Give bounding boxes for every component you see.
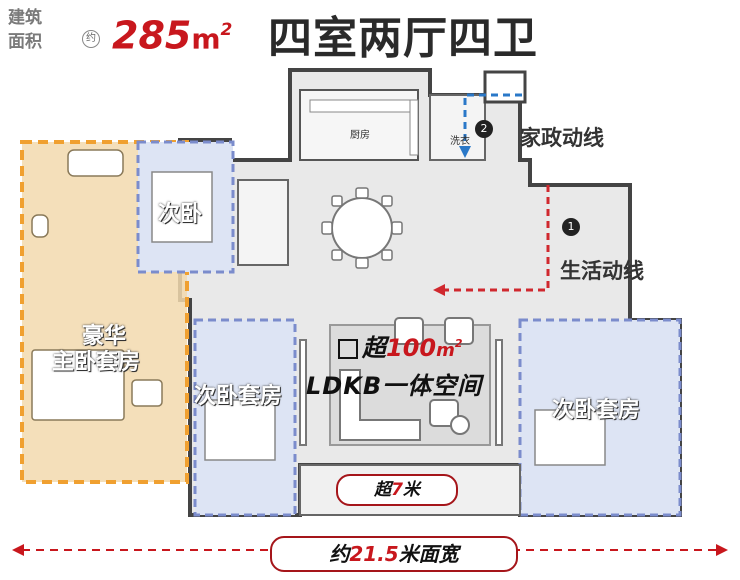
area-value: 285m2 [112, 13, 233, 58]
suite-right-label: 次卧套房 [552, 398, 641, 423]
service-route-line [463, 93, 522, 148]
suite-left-label: 次卧套房 [194, 384, 283, 409]
laundry-label: 洗衣 [450, 136, 470, 147]
approx-badge: 约 [82, 30, 100, 48]
dining-table [321, 187, 403, 269]
marker-1: 1 [562, 218, 580, 236]
living-route-line [445, 185, 550, 292]
master-suite-label-1: 豪华 [82, 324, 127, 349]
bedroom-top-label: 次卧 [158, 202, 203, 227]
layout-title: 四室两厅四卫 [268, 13, 538, 64]
kitchen-label: 厨房 [350, 130, 370, 141]
area-label-line2: 面积 [8, 32, 42, 52]
area-label-line1: 建筑 [8, 8, 42, 28]
master-suite-label-2: 主卧套房 [52, 350, 141, 375]
frontage-width-label: 约21.5米面宽 [270, 536, 518, 572]
living-furniture [299, 317, 503, 446]
service-route-label: 家政动线 [520, 126, 604, 150]
balcony-width-label: 超7米 [336, 474, 458, 506]
living-route-label: 生活动线 [560, 259, 644, 283]
ldkb-space-label: LDKB一体空间 [306, 372, 483, 400]
ldkb-area-label: 超100m2 [338, 328, 463, 363]
marker-2: 2 [475, 120, 493, 138]
